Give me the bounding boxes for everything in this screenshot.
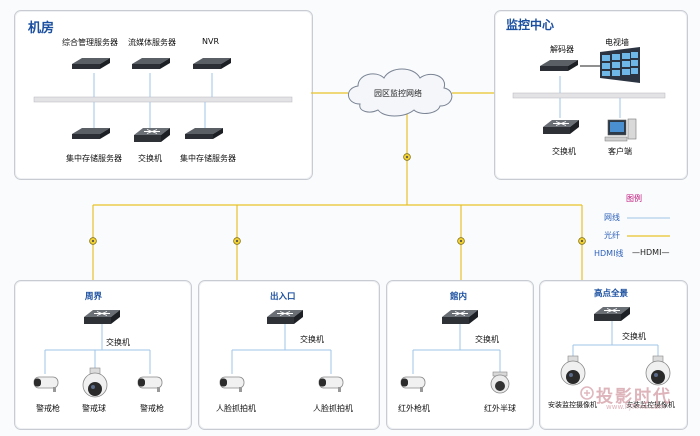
cloud-label: 园区监控网络 (374, 89, 422, 98)
site-title: 出入口 (270, 292, 296, 302)
device-label: NVR (202, 37, 220, 46)
switch-icon (441, 309, 479, 325)
device-label: 集中存储服务器 (180, 154, 236, 163)
camera-label: 安装监控摄像机 (548, 401, 597, 409)
legend-title: 图例 (626, 194, 642, 203)
camera-label: 警戒枪 (140, 404, 164, 413)
server-icon (132, 58, 170, 69)
storage-server-icon (72, 128, 110, 139)
fiber-connector-icon (578, 237, 586, 245)
server-room-network (33, 58, 293, 143)
device-label: 交换机 (138, 154, 162, 163)
camera-label: 红外半球 (484, 404, 516, 413)
device-label: 流媒体服务器 (128, 38, 176, 47)
site-panel-indoor (386, 280, 534, 430)
cloud-icon (348, 68, 453, 117)
monitor-center-title: 监控中心 (506, 18, 555, 32)
fiber-connector-icon (457, 237, 465, 245)
fiber-connector-icon (403, 153, 411, 161)
site-panorama-network (560, 306, 671, 386)
watermark-url: www.PjTime.com (606, 403, 666, 411)
face-capture-camera-icon (219, 376, 245, 393)
switch-label: 交换机 (622, 332, 646, 341)
ptz-camera-icon (645, 355, 671, 386)
site-title: 館内 (450, 292, 468, 302)
switch-label: 交换机 (106, 338, 130, 347)
camera-label: 人脸抓拍机 (313, 404, 353, 413)
site-title: 周界 (85, 292, 103, 302)
device-label: 交换机 (552, 147, 576, 156)
switch-icon (133, 127, 171, 143)
device-label: 集中存储服务器 (66, 154, 122, 163)
camera-label: 人脸抓拍机 (216, 404, 256, 413)
switch-icon (593, 306, 631, 322)
server-icon (72, 58, 110, 69)
fiber-backbone (89, 92, 586, 280)
camera-label: 警戒球 (82, 404, 106, 413)
fiber-connector-icon (89, 237, 97, 245)
site-panel-panorama (539, 280, 688, 430)
monitor-center-network (512, 47, 666, 142)
video-wall-icon (600, 47, 640, 83)
site-panel-entrance (198, 280, 380, 430)
infrared-bullet-camera-icon (400, 376, 426, 393)
site-perimeter-network (33, 309, 163, 398)
ptz-camera-icon (560, 355, 586, 386)
infrared-dome-camera-icon (490, 371, 510, 394)
client-pc-icon (604, 118, 637, 142)
camera-label: 安装监控摄像机 (626, 401, 675, 409)
camera-label: 红外枪机 (398, 404, 430, 413)
bullet-camera-icon (33, 376, 59, 393)
device-label: 电视墙 (605, 38, 629, 47)
site-indoor-network (400, 309, 510, 394)
device-label: 综合管理服务器 (62, 38, 118, 47)
storage-server-icon (185, 128, 223, 139)
legend-hdmi-sample: —HDMI— (632, 248, 670, 257)
face-capture-camera-icon (318, 376, 344, 393)
switch-icon (266, 309, 304, 325)
switch-icon (542, 119, 580, 135)
device-label: 客户端 (608, 147, 632, 156)
camera-label: 警戒枪 (36, 404, 60, 413)
watermark-brand: 投影时代 (596, 387, 672, 407)
server-icon (193, 58, 231, 69)
site-entrance-network (219, 309, 344, 393)
decoder-icon (540, 60, 578, 71)
bullet-camera-icon (137, 376, 163, 393)
site-title: 高点全景 (594, 289, 629, 299)
device-label: 解码器 (550, 45, 574, 54)
ptz-camera-icon (82, 367, 108, 398)
server-room-panel (14, 10, 313, 180)
legend-lan-label: 网线 (604, 213, 620, 222)
site-panel-perimeter (14, 280, 192, 430)
switch-label: 交换机 (475, 335, 499, 344)
fiber-connector-icon (233, 237, 241, 245)
server-room-title: 机房 (28, 21, 55, 36)
watermark-logo-icon (580, 386, 594, 400)
legend-fiber-label: 光纤 (604, 231, 620, 240)
switch-label: 交换机 (300, 335, 324, 344)
switch-icon (83, 309, 121, 325)
legend-hdmi-label: HDMI线 (594, 249, 624, 258)
legend-graphics (627, 217, 670, 237)
